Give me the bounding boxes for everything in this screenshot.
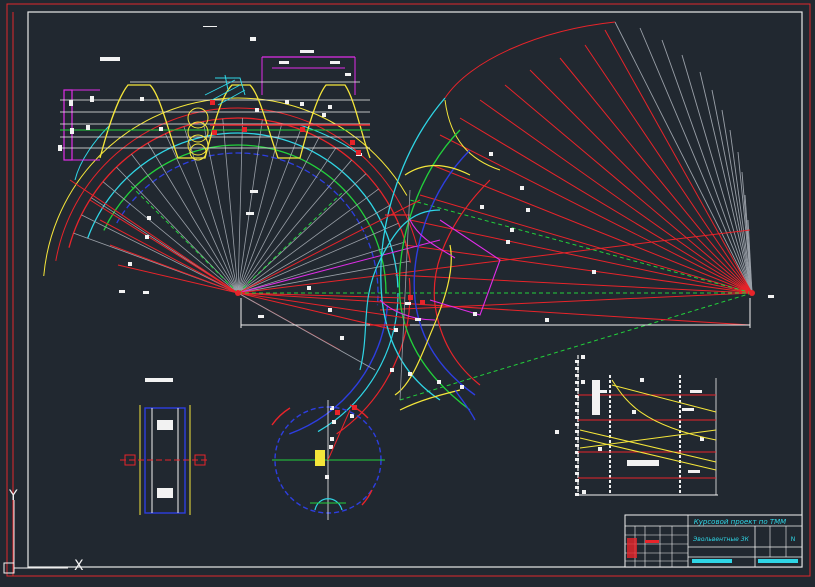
ucs-x-label: X bbox=[74, 558, 84, 574]
ucs-y-label: Y bbox=[8, 488, 18, 504]
circle-detail-view bbox=[272, 400, 385, 520]
title-line-2: Эвольвентные ЗК bbox=[692, 536, 750, 543]
title-block: Курсовой проект по ТММ Эвольвентные ЗК N bbox=[625, 515, 802, 567]
ucs-icon bbox=[4, 500, 68, 573]
pivot-right bbox=[749, 290, 755, 296]
rack-profile-detail bbox=[60, 57, 370, 160]
ray-fan-right bbox=[380, 22, 752, 400]
kinematic-diagram bbox=[578, 355, 718, 495]
title-line-1: Курсовой проект по ТММ bbox=[694, 518, 786, 526]
sheet-label: N bbox=[791, 536, 796, 543]
shaft-section-view bbox=[120, 378, 210, 515]
